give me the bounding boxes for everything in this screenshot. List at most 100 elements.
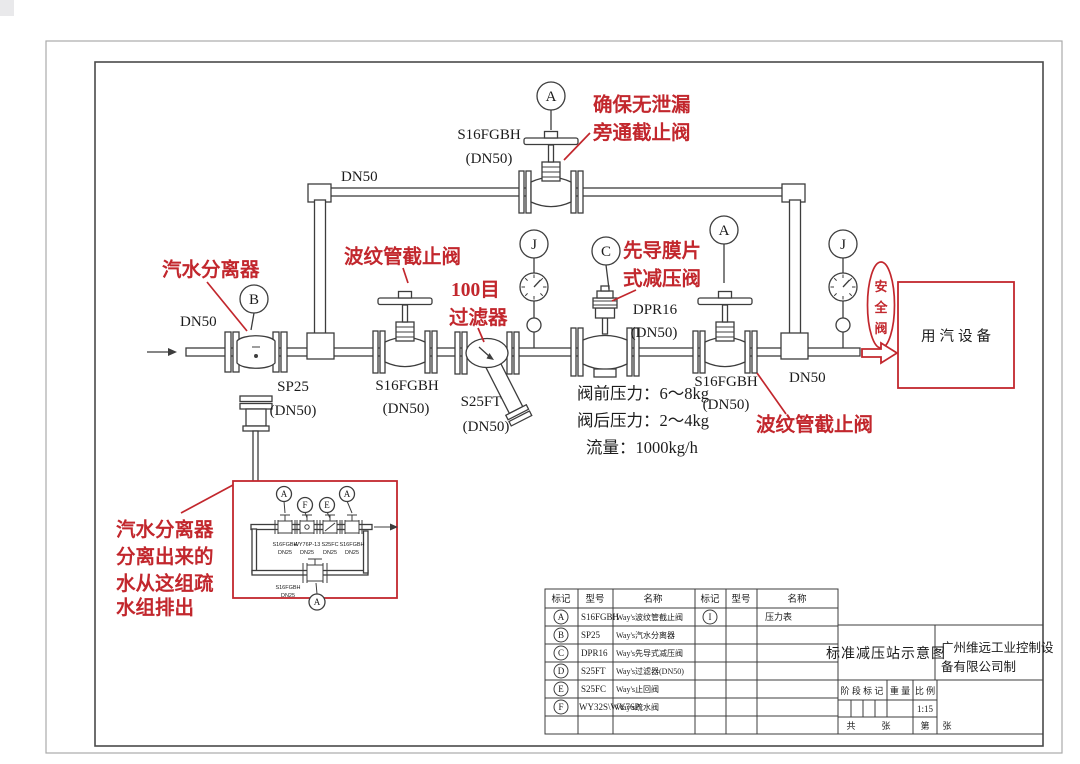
- note-separator: 汽水分离器: [162, 258, 260, 332]
- note-prv: 先导膜片 式减压阀: [611, 239, 701, 302]
- y-strainer: [454, 331, 533, 427]
- outlet-bellows-globe-valve: [692, 290, 758, 374]
- flow-rate: 流量：1000kg/h: [586, 438, 699, 457]
- separator-size: (DN50): [270, 403, 317, 419]
- note-text: 确保无泄漏: [593, 93, 691, 116]
- tag-letter: J: [840, 237, 846, 253]
- legend-name: Way's波纹管截止阀: [616, 612, 683, 622]
- legend-header: 型号: [585, 594, 604, 605]
- prv-model: DPR16: [633, 302, 678, 318]
- legend-model: S25FC: [581, 684, 606, 694]
- drain-valve-size: DN25: [281, 593, 295, 599]
- note-text: 汽水分离器: [162, 258, 260, 281]
- note-text: 过滤器: [449, 307, 508, 329]
- tag-separator: B: [239, 284, 269, 331]
- prv-size: (DN50): [631, 325, 678, 341]
- note-text: 分离出来的: [116, 545, 214, 568]
- drain-valve-size: DN25: [300, 550, 314, 556]
- inlet-valve-size: (DN50): [383, 401, 430, 417]
- steam-equipment-box: 用汽设备: [861, 281, 1015, 389]
- drain-outlet-arrow: [390, 523, 398, 531]
- outlet-valve-model: S16FGBH: [694, 374, 758, 390]
- legend-model: SP25: [581, 630, 601, 640]
- tag-letter: B: [249, 292, 259, 308]
- tag-letter: A: [719, 223, 730, 239]
- note-text: 100目: [451, 280, 500, 301]
- tag-letter: C: [601, 244, 611, 260]
- note-drain-group: 汽水分离器 分离出来的 水从这组疏 水组排出: [116, 484, 234, 619]
- legend-name: Way's汽水分离器: [616, 630, 675, 640]
- drain-tag: A: [314, 597, 321, 607]
- legend-model: S25FT: [581, 666, 606, 676]
- drain-trap-group: A F E A A S16FGBH DN25 WY76P-13 DN25 S25…: [232, 480, 398, 611]
- drain-tag: E: [324, 500, 330, 510]
- sheets-unit: 张: [942, 721, 951, 731]
- legend-name: 压力表: [765, 611, 792, 622]
- legend-model: DPR16: [581, 648, 608, 658]
- tag-letter: J: [531, 237, 537, 253]
- legend-tag: B: [558, 630, 564, 640]
- outlet-valve-size: (DN50): [703, 397, 750, 413]
- legend-name: Way's过滤器(DN50): [616, 666, 684, 676]
- drain-valve-size: DN25: [345, 550, 359, 556]
- legend-name: Way's先导式减压阀: [616, 648, 683, 658]
- stage-label: 阶 段 标 记: [841, 685, 884, 696]
- note-char: 安: [874, 279, 887, 294]
- note-outlet-valve: 波纹管截止阀: [756, 372, 873, 436]
- separator-model: SP25: [277, 379, 309, 395]
- note-text: 水组排出: [116, 596, 194, 619]
- legend-header: 名称: [643, 593, 663, 605]
- tee-fitting-right: [780, 332, 809, 360]
- legend-model: S16FGBH: [581, 612, 620, 622]
- note-text: 旁通截止阀: [592, 121, 691, 144]
- company-name-line1: 广州维远工业控制设: [941, 640, 1054, 655]
- drain-valve-size: DN25: [323, 550, 337, 556]
- bypass-globe-valve: [518, 130, 584, 214]
- note-text: 波纹管截止阀: [756, 413, 873, 436]
- company-name-line2: 备有限公司制: [941, 660, 1016, 674]
- note-text: 汽水分离器: [116, 518, 214, 541]
- drain-valve-model: S16FGBH: [339, 542, 364, 548]
- tag-gauge-downstream: J: [828, 229, 858, 259]
- scale-value: 1:15: [917, 704, 934, 714]
- tag-bypass-valve: A: [536, 81, 566, 130]
- tag-prv: C: [591, 236, 621, 290]
- tag-gauge-upstream: J: [519, 229, 549, 259]
- weight-label: 重 量: [890, 685, 910, 696]
- legend-header: 型号: [731, 594, 750, 605]
- drain-bottom-valve: [302, 558, 328, 583]
- inlet-flow-arrow: [147, 348, 177, 356]
- drawing-frame: [94, 61, 1044, 747]
- drain-valve-model: S16FGBH: [275, 585, 300, 591]
- strainer-size: (DN50): [463, 419, 510, 435]
- note-text: 先导膜片: [623, 239, 701, 262]
- legend-tag: A: [558, 612, 565, 622]
- note-bypass-valve: 确保无泄漏 旁通截止阀: [563, 93, 691, 161]
- sheets-total-label: 共: [846, 721, 855, 731]
- legend-tag: E: [558, 684, 564, 694]
- drain-valve-size: DN25: [278, 550, 292, 556]
- drain-tag: A: [281, 489, 288, 499]
- outlet-dn50-label: DN50: [789, 370, 826, 386]
- drain-tag: A: [344, 489, 351, 499]
- legend-header: 名称: [787, 593, 807, 605]
- upstream-pressure: 阀前压力：6～8kg: [577, 384, 709, 403]
- outlet-red-arrow: [861, 341, 899, 365]
- bypass-valve-model: S16FGBH: [457, 127, 521, 143]
- legend-tag: F: [558, 702, 563, 712]
- inlet-bellows-globe-valve: [372, 290, 438, 374]
- title-block: 标准减压站示意图 广州维远工业控制设 备有限公司制 阶 段 标 记 重 量 比 …: [826, 624, 1054, 735]
- note-text: 波纹管截止阀: [344, 245, 461, 268]
- main-line: [185, 332, 861, 360]
- drawing-title: 标准减压站示意图: [826, 645, 946, 662]
- legend-header: 标记: [700, 593, 720, 605]
- legend-tag: C: [558, 648, 564, 658]
- strainer-model: S25FT: [461, 394, 502, 410]
- sheets-unit: 张: [881, 721, 890, 731]
- steam-water-separator: [224, 331, 288, 527]
- note-char: 全: [873, 300, 888, 315]
- sheet-no-label: 第: [920, 720, 929, 731]
- drain-valve-model: S16FGBH: [272, 542, 297, 548]
